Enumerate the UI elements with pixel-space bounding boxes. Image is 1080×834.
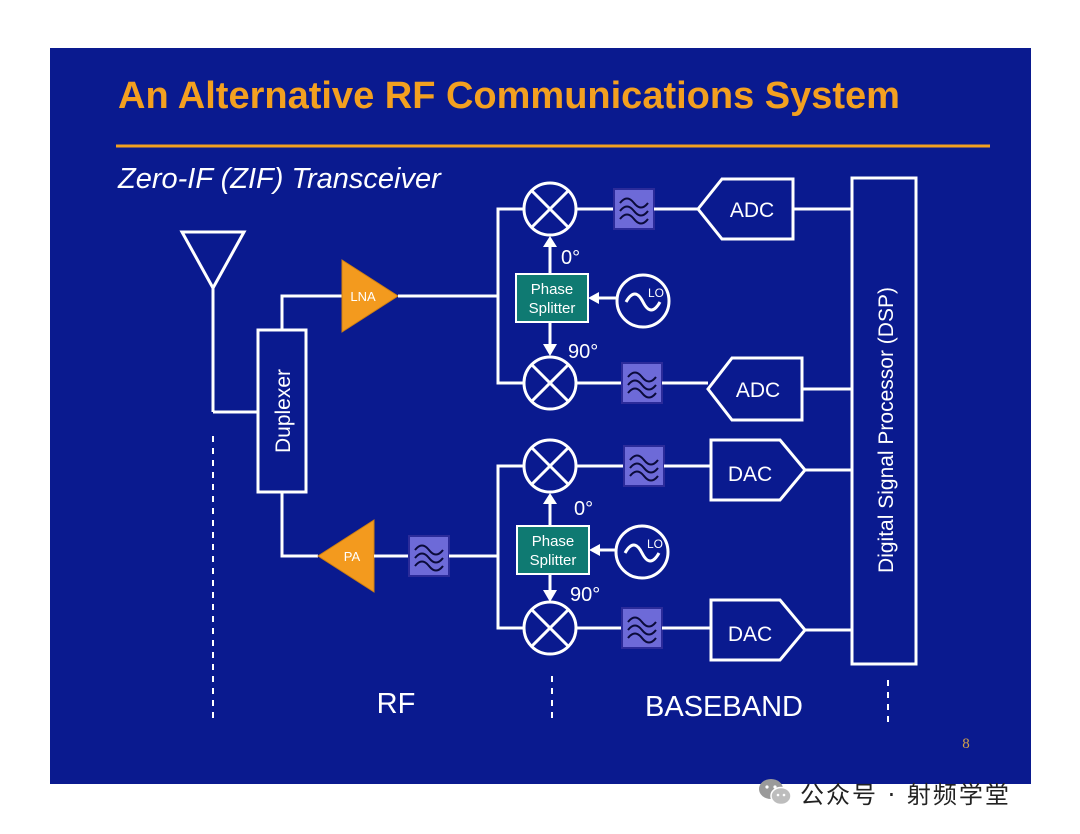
lna-label: LNA bbox=[350, 289, 376, 304]
tx-lo-arrow-icon bbox=[589, 544, 600, 556]
rx-mixer-q bbox=[522, 355, 578, 411]
dac-block-i: DAC bbox=[709, 438, 807, 502]
rx-lo-label: LO bbox=[648, 286, 664, 300]
tx-phase-splitter: Phase Splitter bbox=[516, 525, 590, 575]
tx-wire bbox=[280, 492, 318, 558]
page-number: 8 bbox=[962, 736, 970, 752]
tx-zero-degree-label: 0° bbox=[574, 498, 593, 520]
tx-ninety-degree-label: 90° bbox=[570, 584, 600, 606]
duplexer-label: Duplexer bbox=[272, 369, 295, 453]
adc-block-i: ADC bbox=[696, 177, 795, 241]
adc-block-q: ADC bbox=[706, 356, 804, 422]
tx-phase-splitter-line2: Splitter bbox=[530, 552, 577, 569]
slide-title: An Alternative RF Communications System bbox=[118, 75, 900, 117]
rx-ninety-degree-label: 90° bbox=[568, 341, 598, 363]
antenna-icon bbox=[179, 230, 247, 412]
duplexer-block: Duplexer bbox=[256, 328, 308, 494]
rx-i-filter-icon bbox=[613, 188, 655, 230]
slide-subtitle: Zero-IF (ZIF) Transceiver bbox=[117, 163, 442, 195]
dsp-block: Digital Signal Processor (DSP) bbox=[850, 176, 918, 666]
rx-wire bbox=[280, 294, 343, 330]
tx-mixer-q bbox=[522, 600, 578, 656]
rx-splitter-arrows bbox=[543, 236, 557, 356]
tx-mixer-i bbox=[522, 438, 578, 494]
rx-q-filter-icon bbox=[621, 362, 663, 404]
rx-split-wire bbox=[496, 207, 524, 385]
pa-label: PA bbox=[344, 549, 361, 564]
rx-zero-degree-label: 0° bbox=[561, 247, 580, 269]
rx-lo-oscillator-icon: LO bbox=[615, 273, 671, 329]
pa-amplifier: PA bbox=[317, 519, 375, 593]
tx-splitter-arrows bbox=[543, 493, 557, 602]
tx-lo-label: LO bbox=[647, 537, 663, 551]
adc-i-label: ADC bbox=[730, 199, 774, 222]
watermark: 公众号 · 射频学堂 bbox=[758, 774, 1011, 810]
rx-phase-splitter-line2: Splitter bbox=[529, 300, 576, 317]
tx-phase-splitter-line1: Phase bbox=[532, 533, 575, 550]
tx-lo-oscillator-icon: LO bbox=[614, 524, 670, 580]
tx-q-filter-icon bbox=[621, 607, 663, 649]
tx-combine-wire bbox=[496, 464, 524, 630]
rx-phase-splitter-line1: Phase bbox=[531, 281, 574, 298]
rx-lo-arrow-icon bbox=[588, 292, 599, 304]
rx-phase-splitter: Phase Splitter bbox=[515, 273, 589, 323]
watermark-text: 公众号 · 射频学堂 bbox=[800, 780, 1011, 809]
tx-filter-icon bbox=[408, 535, 450, 577]
rx-mixer-i bbox=[522, 181, 578, 237]
baseband-region-label: BASEBAND bbox=[645, 691, 803, 723]
wechat-icon bbox=[759, 779, 792, 806]
tx-i-filter-icon bbox=[623, 445, 665, 487]
adc-q-label: ADC bbox=[736, 379, 780, 402]
rf-region-label: RF bbox=[377, 688, 416, 720]
slide-background bbox=[50, 48, 1031, 784]
dac-q-label: DAC bbox=[728, 623, 772, 646]
dac-i-label: DAC bbox=[728, 463, 772, 486]
dsp-label: Digital Signal Processor (DSP) bbox=[875, 287, 898, 573]
lna-amplifier: LNA bbox=[341, 259, 399, 333]
dac-block-q: DAC bbox=[709, 598, 807, 662]
